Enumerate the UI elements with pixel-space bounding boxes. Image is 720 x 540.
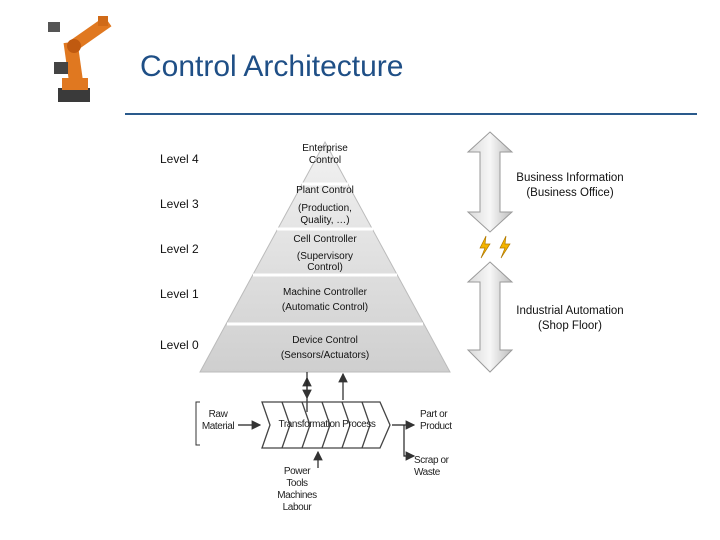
level-4-line1: Enterprise bbox=[302, 143, 348, 154]
lightning-bolt-icon bbox=[479, 235, 511, 259]
raw-material-label: Raw Material bbox=[200, 409, 236, 433]
level-3-line3: Quality, …) bbox=[300, 215, 350, 226]
level-0-line2: (Sensors/Actuators) bbox=[280, 350, 370, 361]
raw-line2: Material bbox=[201, 421, 235, 432]
waste-arrow bbox=[403, 425, 416, 461]
level-3-label: Level 3 bbox=[160, 197, 199, 211]
level-1-box: Machine Controller (Automatic Control) bbox=[245, 285, 405, 315]
transformation-process-label: Transformation Process bbox=[278, 419, 376, 430]
level-0-label: Level 0 bbox=[160, 338, 199, 352]
resources-line3: Machines bbox=[277, 490, 317, 501]
level-1-line1: Machine Controller bbox=[283, 287, 367, 298]
level-2-line3: Control) bbox=[307, 262, 343, 273]
level-2-label: Level 2 bbox=[160, 242, 199, 256]
level-0-box: Device Control (Sensors/Actuators) bbox=[245, 333, 405, 363]
scrap-or-waste-label: Scrap or Waste bbox=[414, 455, 449, 479]
resources-line1: Power bbox=[283, 466, 311, 477]
industrial-robot-icon bbox=[48, 16, 112, 102]
level-4-label: Level 4 bbox=[160, 152, 199, 166]
waste-line1: Scrap or bbox=[414, 455, 449, 466]
level-0-line1: Device Control bbox=[292, 335, 358, 346]
input-bracket bbox=[195, 401, 200, 446]
business-line1: Business Information bbox=[516, 172, 624, 184]
level-2-line1: Cell Controller bbox=[293, 234, 357, 245]
business-line2: (Business Office) bbox=[526, 187, 614, 199]
industrial-automation-label: Industrial Automation (Shop Floor) bbox=[505, 304, 635, 334]
raw-line1: Raw bbox=[208, 409, 228, 420]
output-line1: Part or bbox=[420, 409, 448, 420]
level-2-line2: (Supervisory bbox=[296, 251, 354, 262]
business-double-arrow bbox=[466, 131, 514, 233]
level-2-box: Cell Controller (Supervisory Control) bbox=[255, 232, 395, 275]
page-title: Control Architecture bbox=[140, 50, 404, 83]
level-1-line2: (Automatic Control) bbox=[281, 302, 369, 313]
level-4-box: Enterprise Control bbox=[275, 143, 375, 167]
pyramid bbox=[199, 140, 451, 373]
level-3-line2: (Production, bbox=[298, 203, 352, 214]
level-3-box: Plant Control (Production, Quality, …) bbox=[265, 183, 385, 228]
output-line2: Product bbox=[420, 421, 452, 432]
industrial-line2: (Shop Floor) bbox=[538, 320, 602, 332]
resources-line4: Labour bbox=[282, 502, 312, 513]
business-information-label: Business Information (Business Office) bbox=[505, 171, 635, 201]
part-or-product-label: Part or Product bbox=[420, 409, 452, 433]
level-4-line2: Control bbox=[308, 155, 342, 166]
title-rule bbox=[125, 113, 697, 115]
level-3-line1: Plant Control bbox=[296, 185, 354, 196]
industrial-line1: Industrial Automation bbox=[516, 305, 624, 317]
transformation-process-chevrons bbox=[261, 401, 391, 449]
waste-line2: Waste bbox=[414, 467, 440, 478]
level-1-label: Level 1 bbox=[160, 287, 199, 301]
resources-label: Power Tools Machines Labour bbox=[276, 466, 318, 514]
resources-line2: Tools bbox=[286, 478, 308, 489]
industrial-double-arrow bbox=[466, 261, 514, 373]
